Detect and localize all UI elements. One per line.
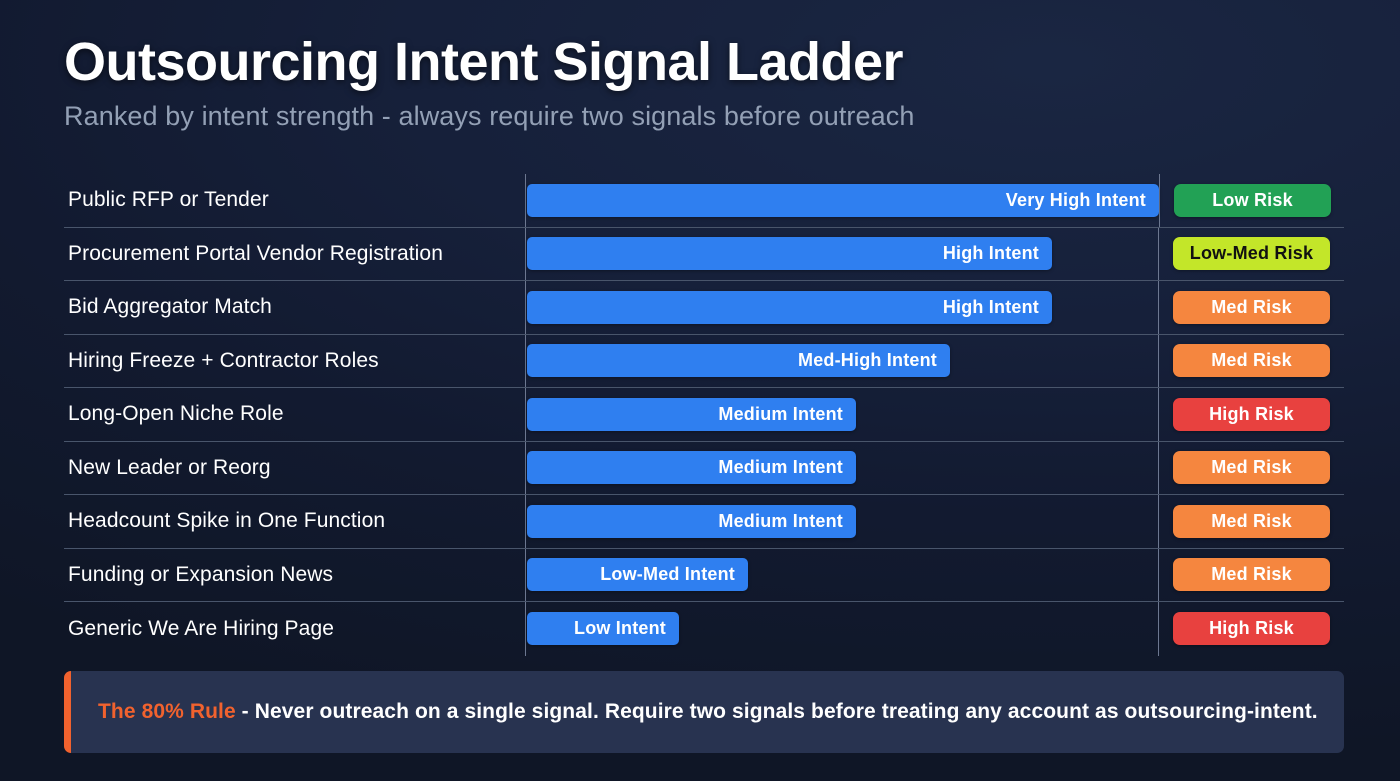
status-badge: Low-Med Risk xyxy=(1173,237,1330,271)
status-badge: Low Risk xyxy=(1174,183,1331,217)
intent-bar: High Intent xyxy=(527,290,1052,324)
status-badge: Med Risk xyxy=(1173,344,1330,378)
risk-cell: Med Risk xyxy=(1159,281,1344,334)
signal-label: Generic We Are Hiring Page xyxy=(68,616,335,640)
risk-cell: High Risk xyxy=(1159,602,1344,656)
intent-bar-label: High Intent xyxy=(942,296,1039,317)
risk-cell: Low Risk xyxy=(1160,174,1345,227)
intent-bar: Medium Intent xyxy=(527,451,856,485)
status-badge: High Risk xyxy=(1173,612,1330,646)
intent-bar-cell: Very High Intent xyxy=(525,174,1160,227)
risk-cell: Med Risk xyxy=(1159,335,1344,388)
callout-80-percent-rule: The 80% Rule - Never outreach on a singl… xyxy=(64,671,1344,753)
table-row: Public RFP or Tender Very High Intent Low … xyxy=(64,174,1344,228)
intent-bar-cell: High Intent xyxy=(525,281,1159,334)
risk-cell: High Risk xyxy=(1159,388,1344,441)
intent-bar-cell: Medium Intent xyxy=(525,495,1159,548)
intent-bar: Medium Intent xyxy=(527,397,856,431)
status-badge: Med Risk xyxy=(1173,558,1330,592)
intent-bar: Very High Intent xyxy=(527,183,1159,217)
intent-bar: Medium Intent xyxy=(527,504,856,538)
intent-bar-cell: Med-High Intent xyxy=(525,334,1159,387)
callout-text: The 80% Rule - Never outreach on a singl… xyxy=(98,698,1318,726)
risk-cell: Low-Med Risk xyxy=(1159,228,1344,281)
table-row: Hiring Freeze + Contractor Roles Med-High… xyxy=(64,334,1344,388)
table-row: Bid Aggregator Match High Intent Med Risk xyxy=(64,281,1344,335)
page-subtitle: Ranked by intent strength - always requi… xyxy=(64,101,915,132)
intent-bar-label: High Intent xyxy=(942,243,1039,264)
intent-bar-label: Med-High Intent xyxy=(798,350,937,371)
intent-bar-label: Low Intent xyxy=(574,618,666,639)
risk-cell: Med Risk xyxy=(1159,549,1344,602)
intent-bar-label: Medium Intent xyxy=(718,510,843,531)
signal-label: Procurement Portal Vendor Registration xyxy=(68,241,443,265)
status-badge: Med Risk xyxy=(1173,290,1330,324)
intent-bar-cell: Medium Intent xyxy=(525,388,1159,441)
intent-bar-cell: Low-Med Intent xyxy=(525,548,1159,601)
intent-bar: Low Intent xyxy=(527,612,679,646)
intent-bar: Low-Med Intent xyxy=(527,558,748,592)
signal-label: Long-Open Niche Role xyxy=(68,402,284,426)
signal-label: Headcount Spike in One Function xyxy=(68,509,386,533)
table-row: New Leader or Reorg Medium Intent Med Risk xyxy=(64,441,1344,495)
table-row: Long-Open Niche Role Medium Intent High Ri… xyxy=(64,388,1344,442)
intent-bar-cell: Low Intent xyxy=(525,602,1159,656)
status-badge: High Risk xyxy=(1173,397,1330,431)
page-title: Outsourcing Intent Signal Ladder xyxy=(64,32,904,92)
risk-cell: Med Risk xyxy=(1159,495,1344,548)
intent-bar-label: Low-Med Intent xyxy=(600,564,735,585)
table-row: Funding or Expansion News Low-Med Intent M… xyxy=(64,548,1344,602)
status-badge: Med Risk xyxy=(1173,451,1330,485)
signal-label: Public RFP or Tender xyxy=(68,188,269,212)
callout-body: - Never outreach on a single signal. Req… xyxy=(235,699,1318,723)
risk-cell: Med Risk xyxy=(1159,442,1344,495)
status-badge: Med Risk xyxy=(1173,504,1330,538)
intent-bar: Med-High Intent xyxy=(527,344,950,378)
signal-label: Bid Aggregator Match xyxy=(68,295,272,319)
intent-bar-label: Medium Intent xyxy=(718,403,843,424)
intent-bar: High Intent xyxy=(527,237,1052,271)
intent-bar-cell: Medium Intent xyxy=(525,441,1159,494)
table-row: Generic We Are Hiring Page Low Intent High… xyxy=(64,602,1344,656)
callout-lead: The 80% Rule xyxy=(98,699,236,723)
intent-bar-label: Medium Intent xyxy=(718,457,843,478)
signal-label: New Leader or Reorg xyxy=(68,455,271,479)
signal-label: Hiring Freeze + Contractor Roles xyxy=(68,348,379,372)
intent-bar-label: Very High Intent xyxy=(1005,189,1146,210)
header: Outsourcing Intent Signal Ladder Ranked … xyxy=(64,34,1344,132)
intent-bar-cell: High Intent xyxy=(525,227,1159,280)
table-row: Procurement Portal Vendor Registration Hi… xyxy=(64,227,1344,281)
table-row: Headcount Spike in One Function Medium In… xyxy=(64,495,1344,549)
signal-label: Funding or Expansion News xyxy=(68,562,334,586)
